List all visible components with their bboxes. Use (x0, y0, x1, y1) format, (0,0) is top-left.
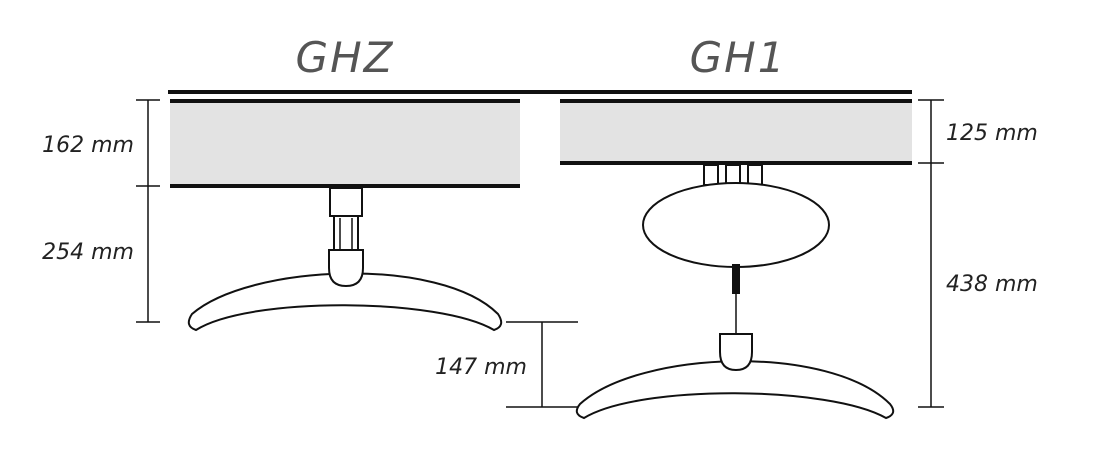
offset-dimension-lines (506, 321, 578, 408)
dim-label-gh1-drop: 438 mm (946, 272, 1038, 297)
ghz-hanger-knob (328, 249, 364, 288)
dim-label-hanger-offset: 147 mm (435, 355, 527, 380)
gh1-assembly (560, 99, 912, 420)
ghz-rod-lower (333, 215, 359, 253)
gh1-ceiling-panel (560, 101, 912, 163)
ghz-ceiling-panel (170, 101, 520, 186)
model-title-gh1: GH1 (690, 33, 787, 82)
model-title-ghz: GHZ (296, 33, 395, 82)
ghz-dimension-lines (136, 99, 160, 323)
ghz-rod-upper (329, 187, 363, 217)
gh1-dimension-lines (918, 99, 944, 408)
gh1-hanger-knob (719, 333, 753, 372)
gh1-cable-grip (732, 264, 740, 294)
gh1-mount-posts (703, 164, 763, 186)
dim-label-gh1-ceiling: 125 mm (946, 121, 1038, 146)
gh1-oval-housing (642, 182, 830, 268)
ghz-assembly (170, 99, 520, 332)
dim-label-ghz-drop: 254 mm (42, 240, 134, 265)
dim-label-ghz-ceiling: 162 mm (42, 133, 134, 158)
